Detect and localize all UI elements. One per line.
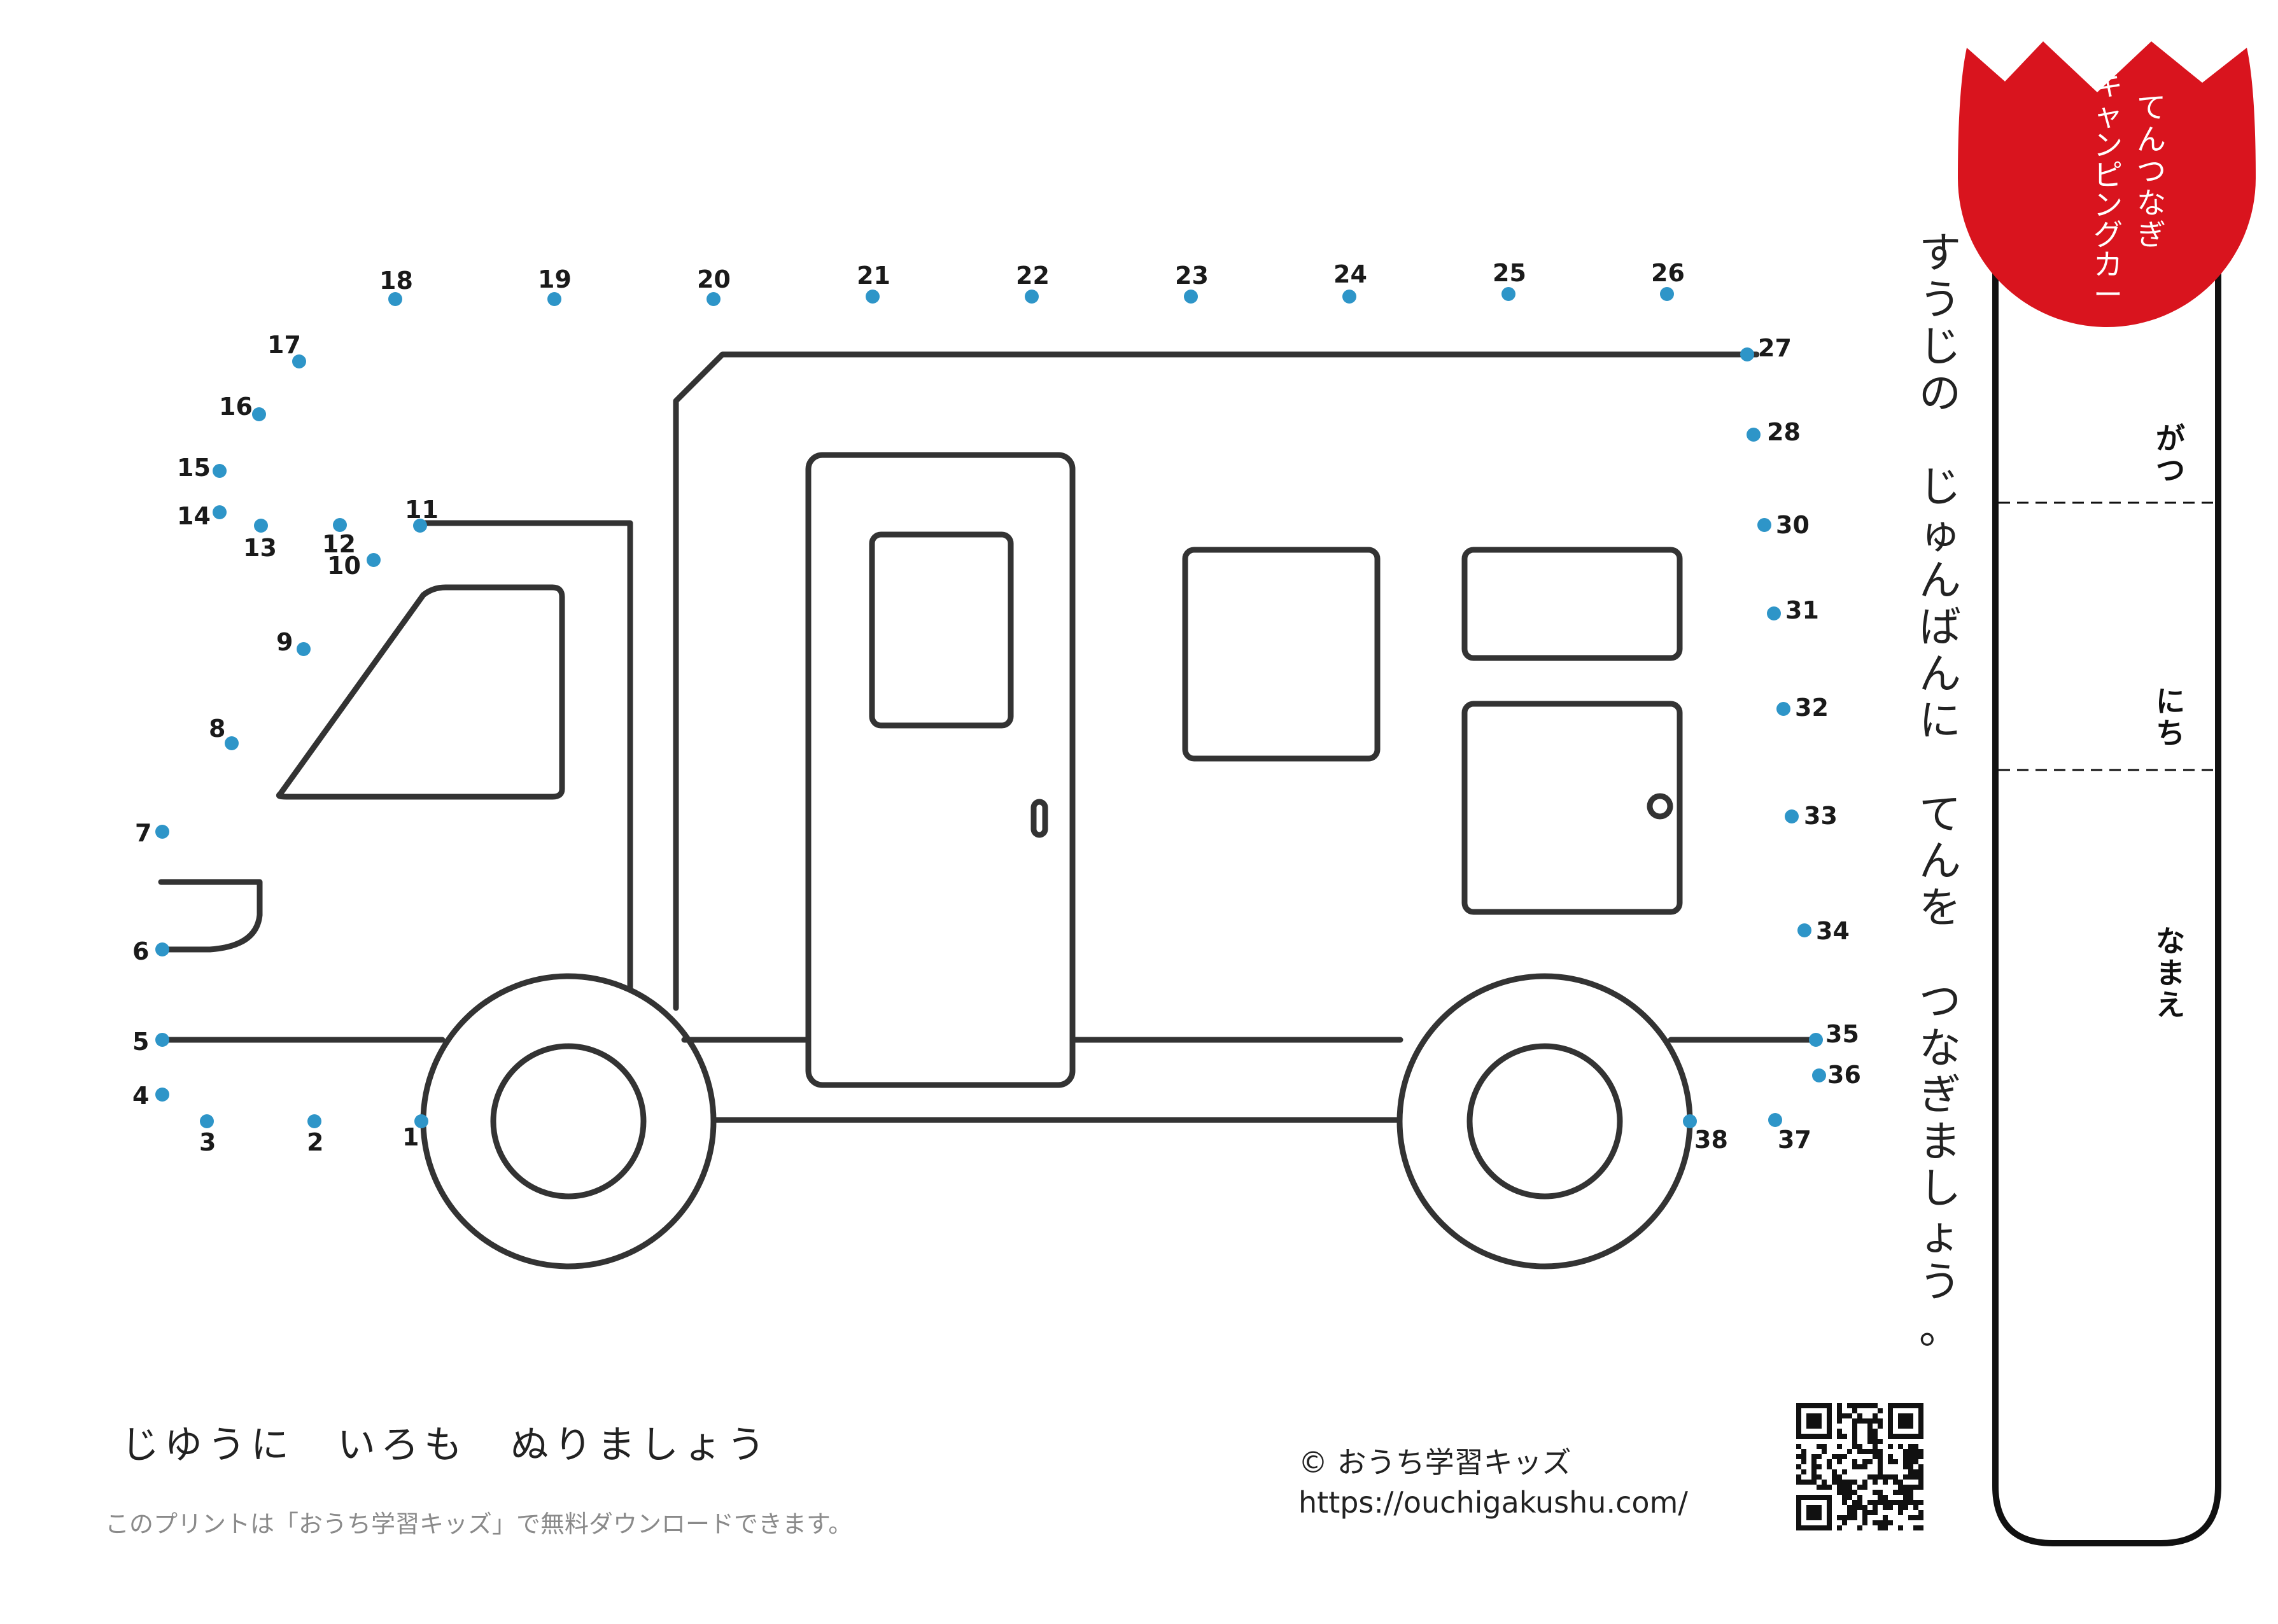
svg-text:12: 12	[322, 530, 356, 558]
svg-text:14: 14	[177, 502, 211, 530]
svg-text:34: 34	[1816, 917, 1850, 945]
dot-30: 30	[1757, 511, 1810, 539]
svg-text:3: 3	[199, 1128, 216, 1156]
svg-text:37: 37	[1778, 1126, 1811, 1154]
instruction-text: すうじの じゅんばんに てんを つなぎましょう。	[1919, 228, 1961, 1354]
svg-text:38: 38	[1694, 1126, 1728, 1154]
svg-text:13: 13	[243, 534, 277, 562]
dot-2: 2	[307, 1114, 323, 1156]
dot-9: 9	[276, 628, 311, 656]
svg-text:26: 26	[1651, 259, 1685, 287]
dot-7: 7	[135, 819, 169, 847]
svg-text:7: 7	[135, 819, 151, 847]
dot-24: 24	[1333, 260, 1367, 304]
svg-text:32: 32	[1795, 694, 1829, 722]
title-badge: てんつなぎ キャンピングカー	[1958, 41, 2256, 327]
dot-11: 11	[405, 496, 439, 533]
dot-35: 35	[1809, 1020, 1859, 1048]
dot-5: 5	[132, 1028, 169, 1056]
svg-text:30: 30	[1776, 511, 1810, 539]
svg-text:27: 27	[1758, 334, 1792, 362]
dot-32: 32	[1776, 694, 1829, 722]
dot-6: 6	[132, 937, 169, 965]
svg-text:5: 5	[132, 1028, 149, 1056]
dot-36: 36	[1812, 1061, 1861, 1089]
svg-text:25: 25	[1493, 259, 1526, 287]
dot-25: 25	[1493, 259, 1526, 301]
svg-text:19: 19	[538, 265, 572, 293]
qr-code-icon	[1796, 1403, 1923, 1530]
numbered-dots: 1 2 3 4 5 6 7 8 9 10 11 12 13 14 15 16 1…	[132, 259, 1861, 1156]
svg-text:20: 20	[697, 265, 731, 293]
svg-text:1: 1	[402, 1123, 419, 1151]
svg-text:16: 16	[219, 393, 253, 421]
svg-text:28: 28	[1767, 418, 1801, 446]
name-field-label: なまえ	[2156, 924, 2185, 1022]
print-note: このプリントは「おうち学習キッズ」で無料ダウンロードできます。	[105, 1510, 853, 1538]
name-date-form: がつ にち なまえ	[1992, 242, 2221, 1546]
site-url: https://ouchigakushu.com/	[1298, 1485, 1688, 1520]
svg-text:4: 4	[132, 1082, 149, 1110]
dot-16: 16	[219, 393, 266, 421]
dot-21: 21	[857, 262, 890, 304]
dot-28: 28	[1747, 418, 1801, 446]
dot-37: 37	[1768, 1113, 1811, 1154]
badge-subtitle: キャンピングカー	[2093, 68, 2123, 312]
dot-26: 26	[1651, 259, 1685, 301]
svg-text:22: 22	[1016, 262, 1050, 290]
dot-8: 8	[209, 715, 239, 750]
month-field-label: がつ	[2156, 421, 2185, 487]
svg-text:33: 33	[1804, 802, 1838, 830]
svg-text:31: 31	[1785, 596, 1819, 624]
svg-text:6: 6	[132, 937, 149, 965]
dot-23: 23	[1175, 262, 1209, 304]
dot-38: 38	[1683, 1114, 1728, 1154]
dot-31: 31	[1767, 596, 1819, 624]
svg-text:17: 17	[267, 331, 301, 359]
dot-10: 10	[327, 552, 381, 580]
svg-text:35: 35	[1825, 1020, 1859, 1048]
svg-text:11: 11	[405, 496, 439, 524]
svg-text:21: 21	[857, 262, 890, 290]
dot-17: 17	[267, 331, 306, 368]
svg-text:2: 2	[307, 1128, 323, 1156]
color-instruction: じゆうに いろも ぬりましょう	[121, 1423, 770, 1467]
dot-20: 20	[697, 265, 731, 306]
dot-15: 15	[177, 454, 227, 482]
svg-text:24: 24	[1333, 260, 1367, 288]
svg-text:15: 15	[177, 454, 211, 482]
dot-13: 13	[243, 519, 277, 562]
svg-text:10: 10	[327, 552, 361, 580]
dot-34: 34	[1797, 917, 1850, 945]
badge-title: てんつなぎ	[2137, 90, 2166, 252]
copyright: © おうち学習キッズ	[1298, 1445, 1571, 1480]
dot-4: 4	[132, 1082, 169, 1110]
dot-3: 3	[199, 1114, 216, 1156]
svg-text:18: 18	[379, 267, 413, 295]
dot-18: 18	[379, 267, 413, 306]
dot-19: 19	[538, 265, 572, 306]
dot-22: 22	[1016, 262, 1050, 304]
tulip-icon	[1958, 41, 2256, 327]
dot-33: 33	[1785, 802, 1838, 830]
dot-14: 14	[177, 502, 227, 530]
camper-van-outline	[158, 351, 1822, 1270]
svg-text:23: 23	[1175, 262, 1209, 290]
svg-text:36: 36	[1827, 1061, 1861, 1089]
svg-text:8: 8	[209, 715, 225, 743]
dot-12: 12	[322, 518, 356, 558]
dot-1: 1	[402, 1114, 428, 1151]
day-field-label: にち	[2156, 684, 2185, 750]
svg-text:9: 9	[276, 628, 293, 656]
dot-27: 27	[1740, 334, 1792, 362]
